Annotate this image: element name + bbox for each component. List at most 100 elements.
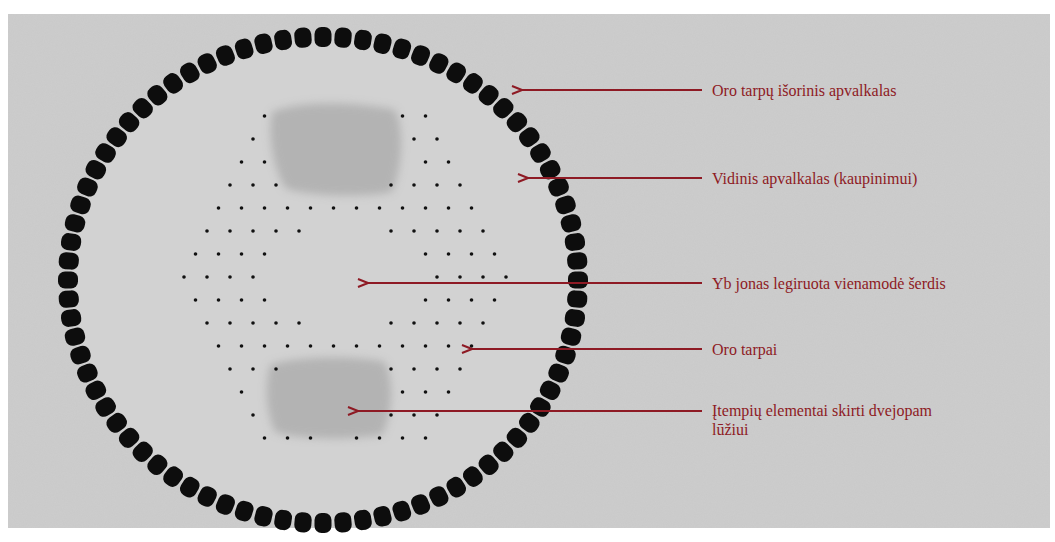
air-hole xyxy=(240,344,244,348)
air-hole xyxy=(493,252,497,256)
air-hole xyxy=(493,298,497,302)
air-hole xyxy=(378,344,382,348)
air-hole xyxy=(233,37,255,61)
air-hole xyxy=(228,367,232,371)
air-hole xyxy=(251,183,255,187)
air-hole xyxy=(424,298,428,302)
air-hole xyxy=(447,390,451,394)
air-hole xyxy=(559,213,582,234)
air-hole xyxy=(273,29,293,51)
air-hole xyxy=(251,275,255,279)
air-hole xyxy=(273,509,293,531)
air-hole xyxy=(409,492,432,517)
air-hole xyxy=(424,160,428,164)
air-hole xyxy=(240,298,244,302)
air-hole xyxy=(315,27,332,47)
air-hole xyxy=(458,321,462,325)
air-hole xyxy=(309,206,313,210)
air-hole xyxy=(68,344,92,366)
air-hole xyxy=(435,321,439,325)
leader-arrows xyxy=(358,90,702,411)
leader-arrow xyxy=(358,410,702,412)
leader-arrow xyxy=(528,177,702,179)
air-hole xyxy=(355,436,359,440)
air-hole xyxy=(263,114,267,118)
air-hole xyxy=(409,43,432,68)
leader-arrow xyxy=(368,282,702,284)
air-hole xyxy=(297,321,301,325)
air-hole xyxy=(481,275,485,279)
air-hole xyxy=(195,51,219,77)
air-hole xyxy=(263,344,267,348)
air-hole xyxy=(567,252,588,271)
air-hole xyxy=(412,137,416,141)
air-hole xyxy=(447,160,451,164)
air-hole xyxy=(240,252,244,256)
callout-label: Yb jonas legiruota vienamodė šerdis xyxy=(712,274,946,293)
air-hole xyxy=(58,252,79,271)
air-hole xyxy=(378,436,382,440)
air-hole xyxy=(424,390,428,394)
air-hole xyxy=(458,229,462,233)
air-hole xyxy=(372,505,393,528)
air-hole xyxy=(214,492,237,517)
air-hole xyxy=(559,326,582,347)
air-hole xyxy=(228,229,232,233)
air-hole xyxy=(58,290,79,309)
air-hole xyxy=(391,499,413,523)
air-hole xyxy=(389,183,393,187)
air-hole xyxy=(332,206,336,210)
air-hole xyxy=(68,194,92,216)
air-hole xyxy=(435,275,439,279)
air-hole xyxy=(389,367,393,371)
air-hole xyxy=(297,229,301,233)
air-hole xyxy=(447,252,451,256)
air-hole xyxy=(205,275,209,279)
air-hole xyxy=(458,275,462,279)
air-hole xyxy=(217,206,221,210)
microscope-ground xyxy=(8,14,1050,528)
air-hole xyxy=(263,298,267,302)
air-hole xyxy=(182,275,186,279)
air-hole xyxy=(424,206,428,210)
air-hole xyxy=(412,229,416,233)
air-hole xyxy=(470,252,474,256)
air-hole xyxy=(60,232,82,252)
air-hole xyxy=(263,436,267,440)
air-hole xyxy=(481,321,485,325)
air-hole xyxy=(435,413,439,417)
air-hole xyxy=(424,114,428,118)
air-hole xyxy=(194,298,198,302)
air-hole xyxy=(334,27,353,48)
air-hole xyxy=(447,298,451,302)
air-hole xyxy=(564,308,586,328)
air-hole xyxy=(217,252,221,256)
air-hole xyxy=(564,232,586,252)
inner-cladding xyxy=(68,37,578,523)
air-hole xyxy=(401,114,405,118)
callout-label: Oro tarpų išorinis apvalkalas xyxy=(712,81,896,100)
air-hole xyxy=(401,344,405,348)
air-hole xyxy=(251,413,255,417)
air-hole xyxy=(504,275,508,279)
air-hole xyxy=(214,43,237,68)
leader-arrow xyxy=(472,348,702,350)
air-hole xyxy=(334,512,353,533)
air-hole xyxy=(251,321,255,325)
air-hole xyxy=(228,183,232,187)
air-hole xyxy=(353,509,373,531)
air-hole xyxy=(294,27,313,48)
air-hole-lattice xyxy=(182,114,508,440)
air-hole xyxy=(353,29,373,51)
air-hole xyxy=(63,326,86,347)
air-hole xyxy=(75,361,100,384)
stress-rod xyxy=(267,357,391,438)
air-hole xyxy=(424,344,428,348)
stress-rod xyxy=(271,104,402,196)
air-hole xyxy=(286,344,290,348)
air-hole xyxy=(240,160,244,164)
air-hole xyxy=(424,252,428,256)
air-hole xyxy=(58,272,78,289)
